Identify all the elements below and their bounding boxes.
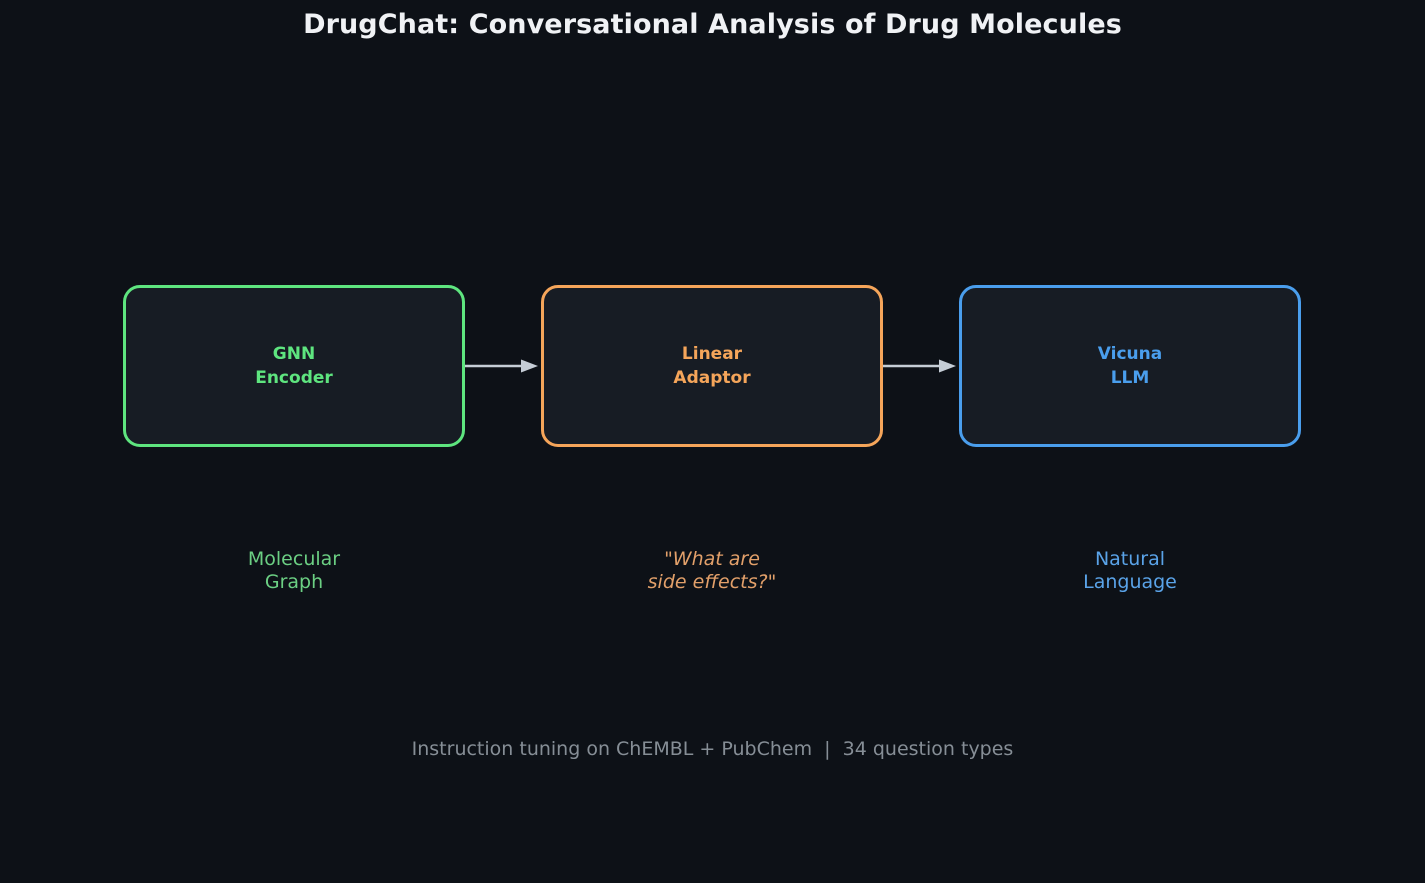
stage-label-vicuna-llm: Vicuna LLM: [1097, 343, 1163, 388]
figure-footer-note: Instruction tuning on ChEMBL + PubChem |…: [411, 738, 1014, 760]
arrow-adaptor-to-vicuna-icon: [883, 353, 959, 379]
stage-box-gnn-encoder: GNN Encoder: [123, 285, 465, 447]
stage-caption-question-example: "What are side effects?": [647, 548, 777, 594]
arrow-gnn-to-adaptor-icon: [465, 353, 541, 379]
stage-label-gnn-encoder: GNN Encoder: [255, 343, 333, 388]
stage-caption-natural-language: Natural Language: [1083, 548, 1177, 594]
stage-box-linear-adaptor: Linear Adaptor: [541, 285, 883, 447]
stage-caption-molecular-graph: Molecular Graph: [247, 548, 341, 594]
stage-label-linear-adaptor: Linear Adaptor: [673, 343, 751, 388]
stage-box-vicuna-llm: Vicuna LLM: [959, 285, 1301, 447]
figure-title: DrugChat: Conversational Analysis of Dru…: [303, 9, 1122, 40]
